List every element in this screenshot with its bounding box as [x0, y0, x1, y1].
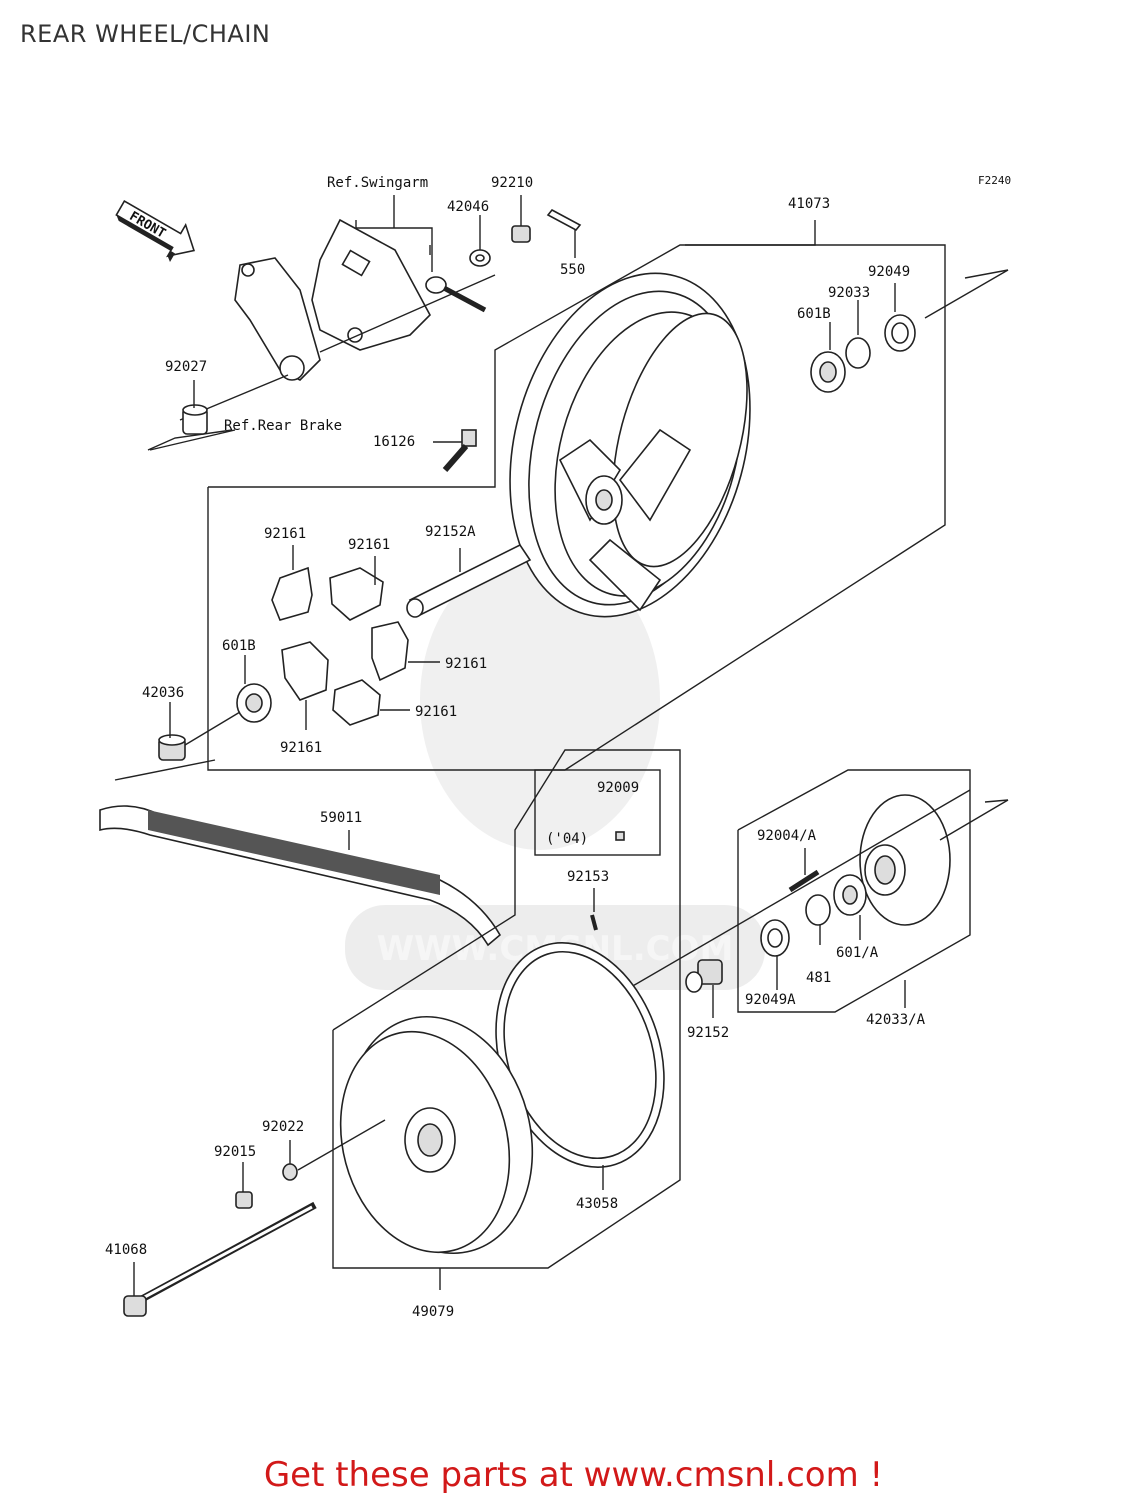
part-label-92009: 92009 [597, 780, 639, 796]
spacer-92152 [685, 959, 723, 993]
part-label-92152A: 92152A [425, 524, 476, 540]
rear-wheel-41073 [509, 272, 751, 618]
rotor-ring-43058 [495, 942, 665, 1168]
part-label-92152: 92152 [687, 1025, 729, 1041]
chain-adjuster-bolt [425, 276, 487, 313]
pulley-49079 [339, 1015, 534, 1255]
page-title: REAR WHEEL/CHAIN [20, 20, 271, 48]
part-label-92161-b: 92161 [348, 537, 390, 553]
washer-92022 [282, 1163, 298, 1181]
collar-92027 [182, 404, 208, 435]
front-arrow-icon: FRONT [115, 199, 196, 263]
bearing-601B-top [810, 351, 846, 393]
part-label-92015: 92015 [214, 1144, 256, 1160]
axle-bolt-41068 [123, 1201, 317, 1317]
part-label-92161-c: 92161 [445, 656, 487, 672]
hub-coupling [859, 794, 951, 926]
axle-sleeve-92152A [406, 543, 532, 618]
wheel-assembly-outline [207, 244, 946, 771]
part-label-601B-left: 601B [222, 638, 256, 654]
part-label-481: 481 [806, 970, 831, 986]
ref-swingarm-label: Ref.Swingarm [327, 175, 428, 191]
part-label-41073: 41073 [788, 196, 830, 212]
swingarm-ref [311, 218, 431, 351]
bolt-92153 [590, 914, 598, 931]
damper-92161-c [371, 621, 409, 682]
part-label-16126: 16126 [373, 434, 415, 450]
cotter-pin-550 [546, 208, 582, 232]
part-label-92004A: 92004/A [757, 828, 817, 844]
circlip-481 [805, 894, 831, 926]
ref-rear-brake-label: Ref.Rear Brake [224, 418, 342, 434]
part-label-92022: 92022 [262, 1119, 304, 1135]
watermark: WWW.CMSNL.COM [345, 550, 765, 990]
part-label-92161-e: 92161 [280, 740, 322, 756]
part-label-601B-top: 601B [797, 306, 831, 322]
part-label-92210: 92210 [491, 175, 533, 191]
part-label-92153: 92153 [567, 869, 609, 885]
nut-92015 [235, 1191, 253, 1209]
part-label-59011: 59011 [320, 810, 362, 826]
rear-brake-bracket [234, 257, 321, 381]
damper-92161-e [332, 679, 381, 726]
nut-92210 [511, 225, 531, 243]
air-valve-16126 [442, 429, 477, 472]
part-label-550: 550 [560, 262, 585, 278]
sprocket-assembly-outline [332, 749, 681, 1269]
part-label-42033A: 42033/A [866, 1012, 926, 1028]
drive-belt-59011 [99, 805, 502, 947]
note-04-label: ('04) [546, 831, 588, 847]
seal-92049A [760, 919, 790, 957]
part-label-49079: 49079 [412, 1304, 454, 1320]
part-label-92049: 92049 [868, 264, 910, 280]
note-box [534, 769, 661, 856]
hub-assembly-outline [737, 769, 971, 1013]
bearing-601B-left [236, 683, 272, 723]
part-label-92033: 92033 [828, 285, 870, 301]
footer-banner[interactable]: Get these parts at www.cmsnl.com ! [263, 1455, 884, 1495]
collar-42036 [158, 734, 186, 761]
stud-92004A [788, 869, 820, 893]
circlip-92033 [845, 337, 871, 369]
bearing-601A [833, 874, 867, 916]
part-label-92161-a: 92161 [264, 526, 306, 542]
part-label-43058: 43058 [576, 1196, 618, 1212]
part-label-42046: 42046 [447, 199, 489, 215]
part-label-41068: 41068 [105, 1242, 147, 1258]
part-label-92161-d: 92161 [415, 704, 457, 720]
part-label-92049A: 92049A [745, 992, 796, 1008]
part-label-601A: 601/A [836, 945, 879, 961]
parts-diagram: WWW.CMSNL.COM F2240 FRONT Ref.Swingarm [99, 174, 1011, 1320]
diagram-code: F2240 [978, 174, 1011, 187]
seal-92049 [884, 314, 916, 352]
part-label-42036: 42036 [142, 685, 184, 701]
damper-92161-a [271, 566, 313, 621]
damper-92161-b [329, 567, 384, 621]
part-label-92027: 92027 [165, 359, 207, 375]
washer-42046 [469, 249, 491, 267]
damper-92161-d [281, 641, 329, 701]
